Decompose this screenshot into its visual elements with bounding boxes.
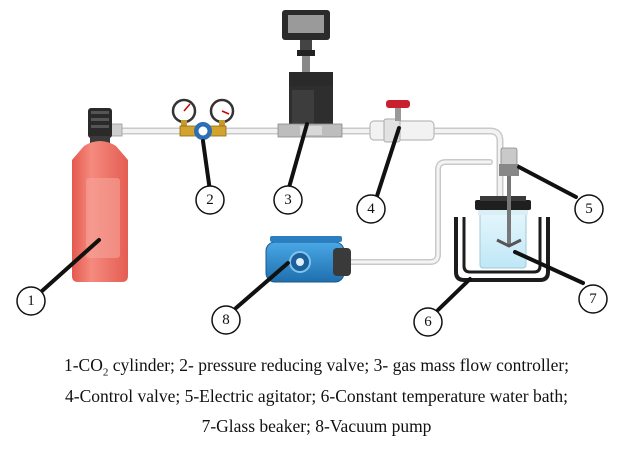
callout-4: 4 bbox=[356, 194, 386, 224]
callout-7: 7 bbox=[578, 284, 608, 314]
caption-subscript: 2 bbox=[102, 366, 109, 379]
callout-8: 8 bbox=[211, 305, 241, 335]
vacuum-pump bbox=[265, 236, 351, 283]
co2-cylinder bbox=[72, 108, 128, 282]
caption-line-1-rest: cylinder; 2- pressure reducing valve; 3-… bbox=[108, 355, 570, 375]
svg-text:3: 3 bbox=[284, 192, 292, 208]
pressure-reducing-valve bbox=[171, 98, 235, 140]
leader-lines bbox=[40, 122, 585, 312]
caption-line-1-start: 1-CO bbox=[63, 355, 103, 375]
caption-line-2: 4-Control valve; 5-Electric agitator; 6-… bbox=[65, 386, 568, 406]
callout-3: 3 bbox=[273, 185, 303, 215]
callout-1: 1 bbox=[16, 286, 46, 316]
svg-text:8: 8 bbox=[222, 312, 230, 328]
callout-6: 6 bbox=[413, 307, 443, 337]
caption-line-3: 7-Glass beaker; 8-Vacuum pump bbox=[201, 416, 432, 436]
svg-text:1: 1 bbox=[27, 293, 35, 309]
svg-text:6: 6 bbox=[424, 314, 432, 330]
svg-text:5: 5 bbox=[585, 201, 593, 217]
constant-temperature-water-bath bbox=[454, 217, 550, 282]
svg-text:7: 7 bbox=[589, 291, 597, 307]
svg-text:4: 4 bbox=[367, 201, 375, 217]
gas-pipeline bbox=[116, 127, 504, 265]
caption-line-1: 1-CO2 cylinder; 2- pressure reducing val… bbox=[0, 355, 633, 379]
control-valve bbox=[369, 100, 435, 143]
electric-agitator bbox=[496, 147, 522, 248]
callout-2: 2 bbox=[195, 185, 225, 215]
gas-mass-flow-controller bbox=[277, 10, 343, 138]
callout-5: 5 bbox=[574, 194, 604, 224]
svg-text:2: 2 bbox=[206, 192, 214, 208]
